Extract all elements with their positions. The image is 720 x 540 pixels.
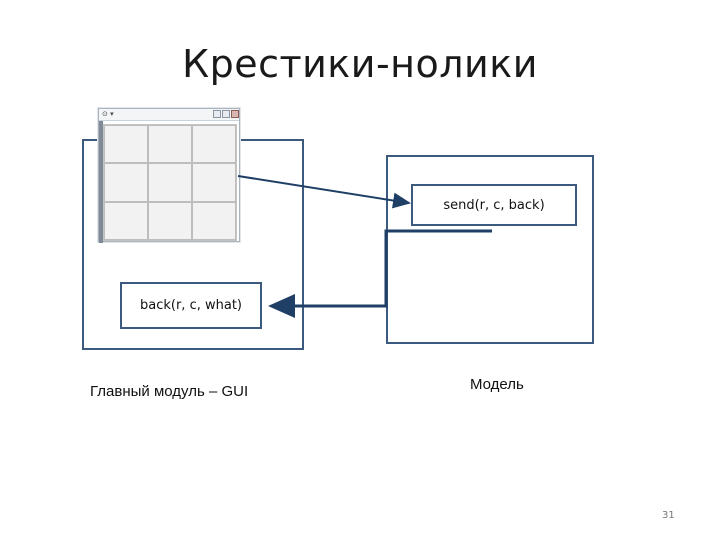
gui-module-caption: Главный модуль – GUI bbox=[90, 383, 248, 400]
model-module-caption: Модель bbox=[470, 376, 524, 393]
back-callback-arrow bbox=[271, 231, 492, 306]
send-call-arrow bbox=[238, 176, 409, 203]
page-number: 31 bbox=[662, 510, 675, 521]
